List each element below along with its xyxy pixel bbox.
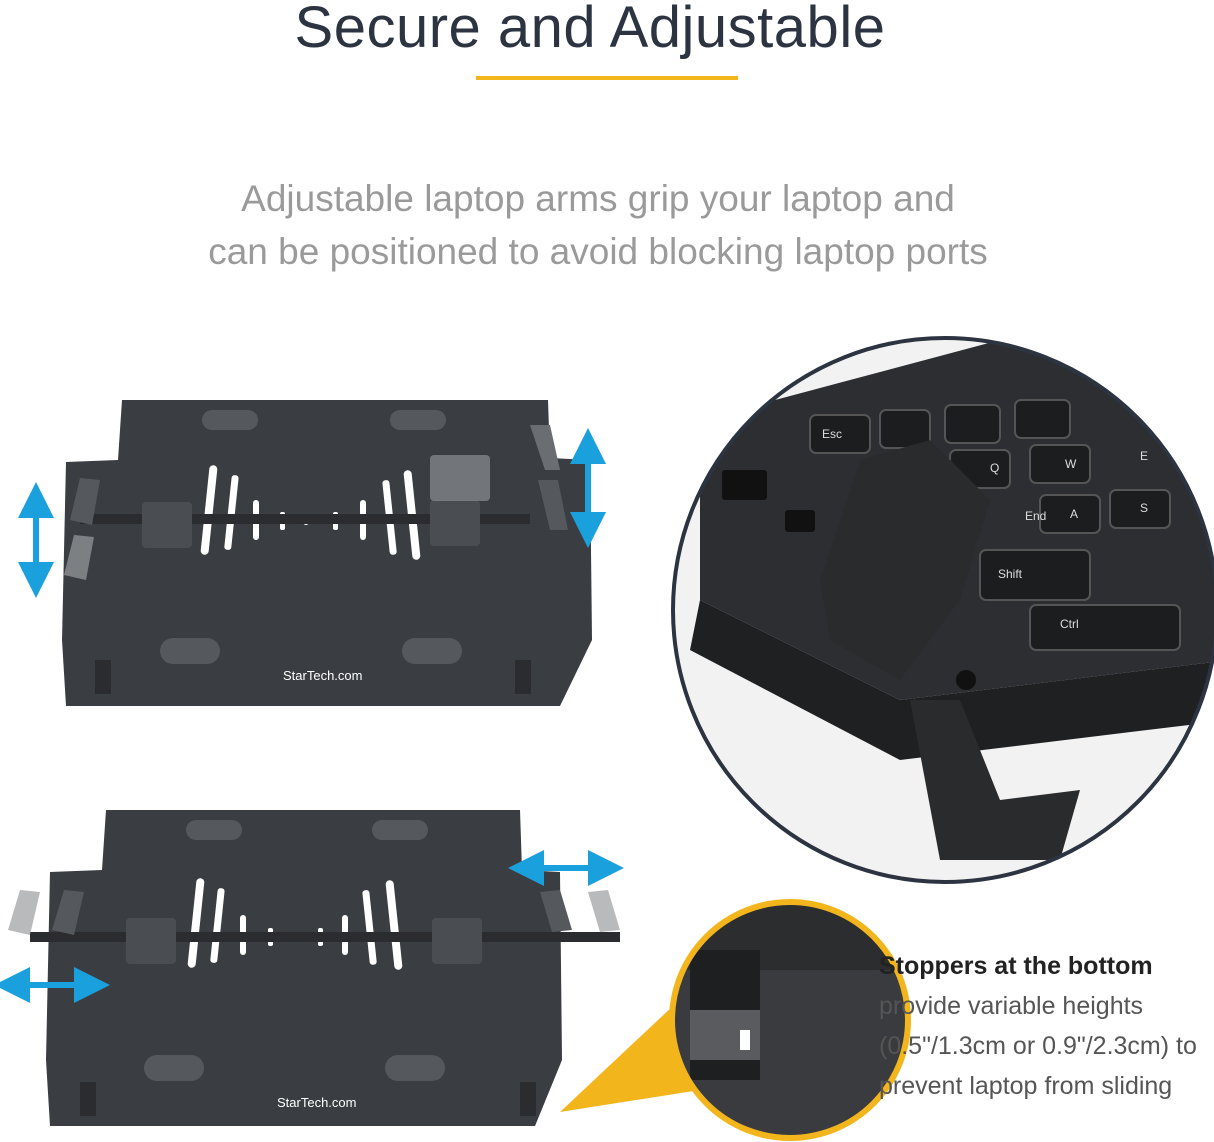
brand-logo-bottom: StarTech.com [277, 1095, 356, 1110]
subtitle-line-2: can be positioned to avoid blocking lapt… [208, 231, 988, 272]
page-title: Secure and Adjustable [294, 0, 886, 60]
caption-line-3: prevent laptop from sliding [879, 1072, 1173, 1100]
subtitle: Adjustable laptop arms grip your laptop … [0, 172, 1196, 278]
key-ctrl: Ctrl [1060, 617, 1079, 631]
key-q: Q [990, 461, 999, 475]
key-a: A [1070, 507, 1078, 521]
laptop-tray-bottom: StarTech.com [8, 810, 620, 1126]
brand-logo-top: StarTech.com [283, 668, 362, 683]
key-e: E [1140, 449, 1148, 463]
key-s: S [1140, 501, 1148, 515]
key-w: W [1065, 457, 1077, 471]
caption-heading: Stoppers at the bottom [879, 952, 1153, 980]
key-esc: Esc [822, 427, 842, 441]
key-end: End [1025, 509, 1046, 523]
stoppers-caption: Stoppers at the bottom provide variable … [879, 946, 1197, 1106]
caption-line-1: provide variable heights [879, 992, 1144, 1020]
caption-line-2: (0.5"/1.3cm or 0.9"/2.3cm) to [879, 1032, 1197, 1060]
subtitle-line-1: Adjustable laptop arms grip your laptop … [241, 178, 955, 219]
title-underline [476, 76, 738, 80]
arm-closeup-photo: Esc Q W E A S End Shift Ctrl [671, 336, 1214, 884]
laptop-tray-top: StarTech.com [62, 400, 592, 706]
key-shift: Shift [998, 567, 1023, 581]
